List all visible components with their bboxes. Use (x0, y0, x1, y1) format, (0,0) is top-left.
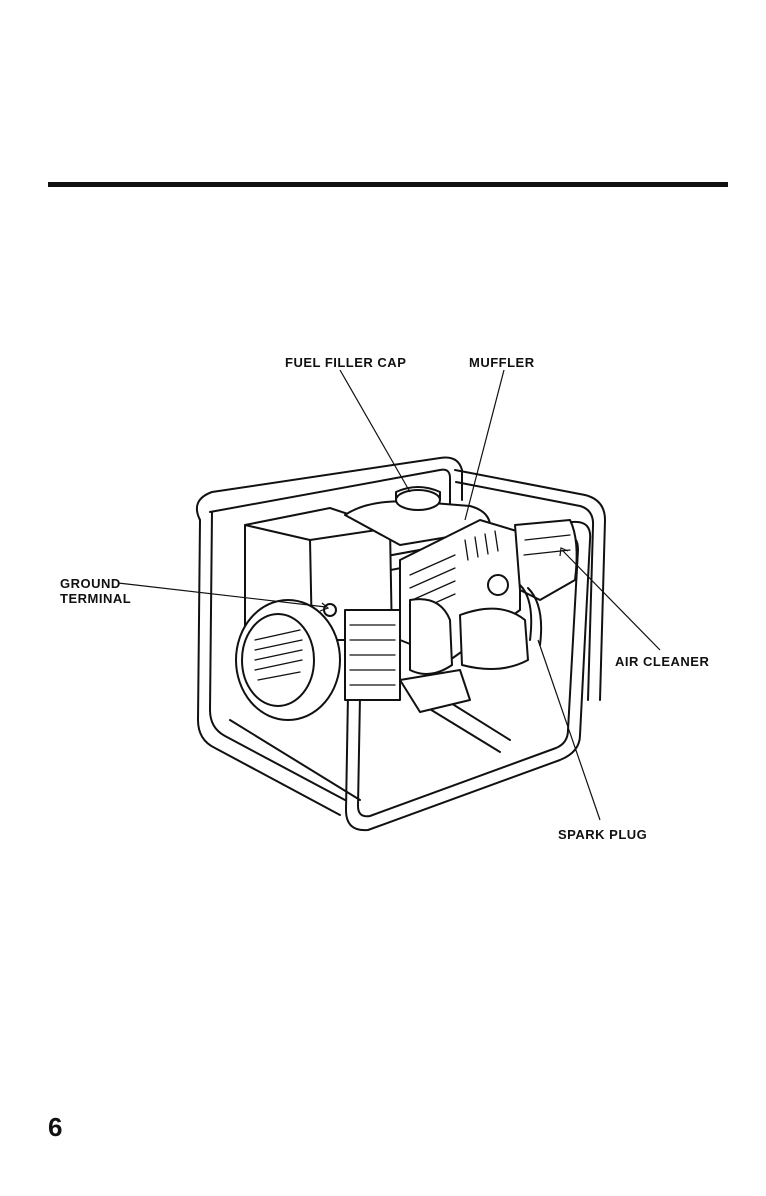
fuel-filler-cap-leader (340, 370, 410, 492)
fuel-filler-cap-label: FUEL FILLER CAP (285, 355, 406, 370)
air-cleaner-shape (515, 520, 577, 600)
air-cleaner-label: AIR CLEANER (615, 654, 709, 669)
muffler-leader (465, 370, 504, 520)
spark-plug-label: SPARK PLUG (558, 827, 647, 842)
spark-plug-leader (538, 640, 600, 820)
ground-terminal-label-line2: TERMINAL (60, 591, 131, 606)
air-cleaner-leader (562, 550, 660, 650)
ground-terminal-label: GROUND TERMINAL (60, 576, 131, 606)
ground-terminal-label-line1: GROUND (60, 576, 131, 591)
muffler-label: MUFFLER (469, 355, 535, 370)
fuel-cap-shape (396, 490, 440, 510)
page-number: 6 (48, 1112, 62, 1143)
alternator (236, 508, 400, 720)
